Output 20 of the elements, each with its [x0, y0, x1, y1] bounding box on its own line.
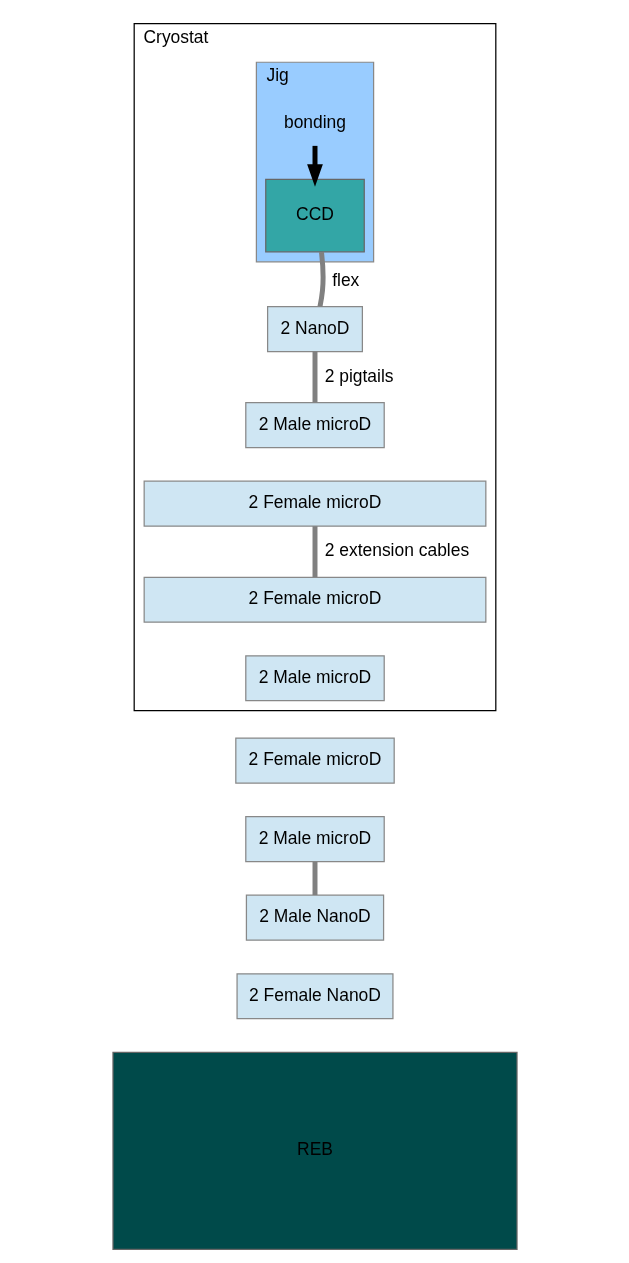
- edge-label: 2 pigtails: [324, 365, 394, 386]
- node-text: bonding: [283, 111, 346, 132]
- node-box: 2 Male microD: [244, 655, 385, 702]
- edge-label: flex: [331, 269, 359, 290]
- node-box: 2 Male microD: [244, 816, 385, 863]
- connector: [317, 251, 326, 308]
- connector: [312, 351, 317, 403]
- node-box: 2 Female NanoD: [235, 973, 394, 1020]
- node-box: REB: [111, 1051, 518, 1250]
- node-box: 2 Male NanoD: [245, 894, 384, 941]
- connector: [312, 526, 317, 577]
- node-box: CCD: [264, 178, 365, 253]
- arrow: [306, 145, 323, 187]
- node-box: 2 Female microD: [234, 737, 395, 784]
- node-box: 2 Female microD: [143, 576, 486, 623]
- edge-label: 2 extension cables: [324, 540, 469, 561]
- node-box: 2 Male microD: [244, 402, 385, 449]
- node-box: 2 NanoD: [266, 306, 363, 353]
- connector: [312, 861, 317, 896]
- node-box: 2 Female microD: [143, 480, 486, 527]
